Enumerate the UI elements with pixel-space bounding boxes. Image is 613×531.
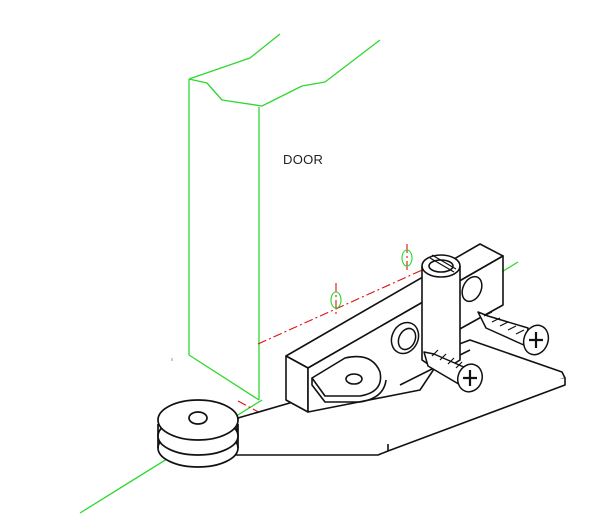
block-holes — [390, 275, 483, 355]
roller-hole — [188, 411, 208, 425]
pivot-roller — [157, 399, 239, 468]
door-top-edge-front — [188, 33, 281, 80]
door-top-edge — [188, 78, 326, 107]
screw-upper — [477, 311, 550, 356]
block-hole-right — [461, 275, 483, 303]
pin-slot — [429, 254, 457, 273]
hinge-tab — [311, 355, 387, 403]
phillips-cross-icon — [463, 370, 477, 386]
hinge-pin — [421, 254, 461, 368]
tab-hole — [345, 373, 363, 385]
pin-top — [421, 254, 461, 278]
centerline-main — [257, 261, 441, 345]
door-label: DOOR — [283, 152, 323, 167]
screw-lower — [423, 349, 484, 393]
phillips-cross-icon — [529, 332, 543, 348]
